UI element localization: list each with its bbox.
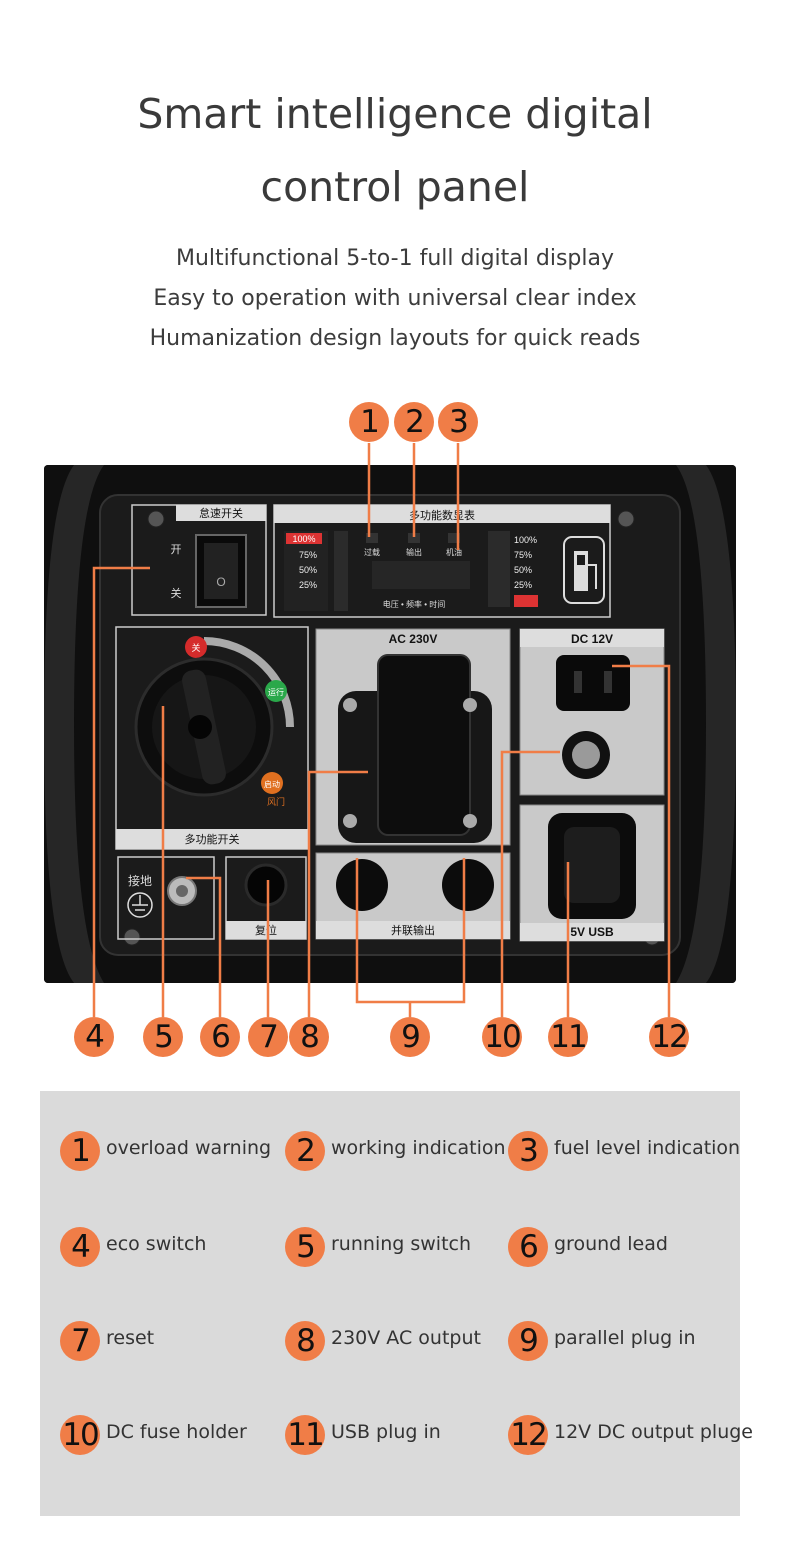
legend-badge: 8 bbox=[285, 1321, 325, 1361]
callout-3: 3 bbox=[438, 402, 478, 442]
legend-badge: 10 bbox=[60, 1415, 100, 1455]
reset-button[interactable] bbox=[244, 863, 288, 907]
legend-badge: 3 bbox=[508, 1131, 548, 1171]
callout-2: 2 bbox=[394, 402, 434, 442]
fuel-level-25: 25% bbox=[514, 580, 532, 590]
switch-off-label: 关 bbox=[191, 642, 200, 653]
callout-9: 9 bbox=[390, 1017, 430, 1057]
legend-badge: 6 bbox=[508, 1227, 548, 1267]
callout-4: 4 bbox=[74, 1017, 114, 1057]
legend-label: DC fuse holder bbox=[106, 1421, 247, 1443]
subtitle-2: Easy to operation with universal clear i… bbox=[153, 286, 637, 311]
fuel-pump-icon bbox=[563, 536, 605, 604]
dc-label: DC 12V bbox=[571, 632, 613, 646]
legend-badge: 9 bbox=[508, 1321, 548, 1361]
display-label: 多功能数显表 bbox=[409, 508, 475, 522]
eco-on-label: 开 bbox=[171, 544, 182, 556]
ind-oil-text: 机油 bbox=[446, 547, 462, 557]
load-level-75: 75% bbox=[299, 550, 317, 560]
load-level-50: 50% bbox=[299, 565, 317, 575]
callout-7: 7 bbox=[248, 1017, 288, 1057]
legend-label: 12V DC output pluge bbox=[554, 1421, 753, 1443]
load-level-25: 25% bbox=[299, 580, 317, 590]
switch-run-label: 运行 bbox=[268, 687, 284, 697]
legend-panel: 1 overload warning 2 working indication … bbox=[40, 1091, 753, 1516]
oil-led bbox=[448, 533, 460, 543]
page-title: Smart intelligence digital control panel bbox=[0, 78, 790, 224]
eco-switch-label: 怠速开关 bbox=[199, 506, 243, 520]
dc-outlet[interactable] bbox=[556, 655, 630, 711]
usb-port[interactable] bbox=[548, 813, 636, 919]
multi-switch-label: 多功能开关 bbox=[185, 832, 240, 846]
choke-label: 风门 bbox=[267, 796, 285, 807]
callout-6: 6 bbox=[200, 1017, 240, 1057]
fuel-level-50: 50% bbox=[514, 565, 532, 575]
callout-5: 5 bbox=[143, 1017, 183, 1057]
running-switch-knob[interactable] bbox=[134, 657, 274, 797]
callout-12: 12 bbox=[649, 1017, 689, 1057]
legend-badge: 11 bbox=[285, 1415, 325, 1455]
svg-text:O: O bbox=[216, 575, 225, 589]
eco-off-label: 关 bbox=[171, 586, 182, 600]
legend-badge: 7 bbox=[60, 1321, 100, 1361]
control-panel-photo: 怠速开关 开 关 O 多功能数显表 100% 75% 50% 25% 过载 输出… bbox=[44, 465, 736, 983]
fuel-level-75: 75% bbox=[514, 550, 532, 560]
ac-label: AC 230V bbox=[389, 632, 438, 646]
legend-badge: 5 bbox=[285, 1227, 325, 1267]
subtitle-1: Multifunctional 5-to-1 full digital disp… bbox=[176, 246, 614, 271]
legend-badge: 2 bbox=[285, 1131, 325, 1171]
callout-8: 8 bbox=[289, 1017, 329, 1057]
parallel-port-left[interactable] bbox=[336, 859, 388, 911]
legend-badge: 1 bbox=[60, 1131, 100, 1171]
subtitle-block: Multifunctional 5-to-1 full digital disp… bbox=[0, 239, 790, 359]
legend-label: 230V AC output bbox=[331, 1327, 481, 1349]
fuel-level-100: 100% bbox=[514, 535, 537, 545]
switch-start-label: 启动 bbox=[264, 779, 280, 789]
title-line-2: control panel bbox=[260, 163, 530, 211]
ind-output-text: 输出 bbox=[406, 547, 422, 557]
legend-label: eco switch bbox=[106, 1233, 207, 1255]
legend-label: reset bbox=[106, 1327, 155, 1349]
title-line-1: Smart intelligence digital bbox=[137, 90, 653, 138]
ac-socket[interactable] bbox=[338, 654, 492, 843]
subtitle-3: Humanization design layouts for quick re… bbox=[149, 326, 641, 351]
callout-11: 11 bbox=[548, 1017, 588, 1057]
legend-label: ground lead bbox=[554, 1233, 668, 1255]
parallel-port-right[interactable] bbox=[442, 859, 494, 911]
callout-10: 10 bbox=[482, 1017, 522, 1057]
display-caption: 电压 • 频率 • 时间 bbox=[383, 599, 446, 609]
legend-label: fuel level indication bbox=[554, 1137, 741, 1159]
callout-1: 1 bbox=[349, 402, 389, 442]
parallel-label: 并联输出 bbox=[391, 923, 435, 937]
legend-badge: 12 bbox=[508, 1415, 548, 1455]
load-level-100: 100% bbox=[292, 534, 315, 544]
overload-led bbox=[366, 533, 378, 543]
lcd-display bbox=[372, 561, 470, 589]
legend-label: working indication bbox=[331, 1137, 506, 1159]
output-led bbox=[408, 533, 420, 543]
legend-label: overload warning bbox=[106, 1137, 272, 1159]
ground-label: 接地 bbox=[128, 873, 152, 888]
usb-label: 5V USB bbox=[570, 925, 614, 939]
legend-label: parallel plug in bbox=[554, 1327, 696, 1349]
reset-label: 复位 bbox=[255, 923, 277, 937]
legend-badge: 4 bbox=[60, 1227, 100, 1267]
legend-label: running switch bbox=[331, 1233, 472, 1255]
legend-label: USB plug in bbox=[331, 1421, 441, 1443]
ind-overload-text: 过载 bbox=[364, 547, 380, 557]
